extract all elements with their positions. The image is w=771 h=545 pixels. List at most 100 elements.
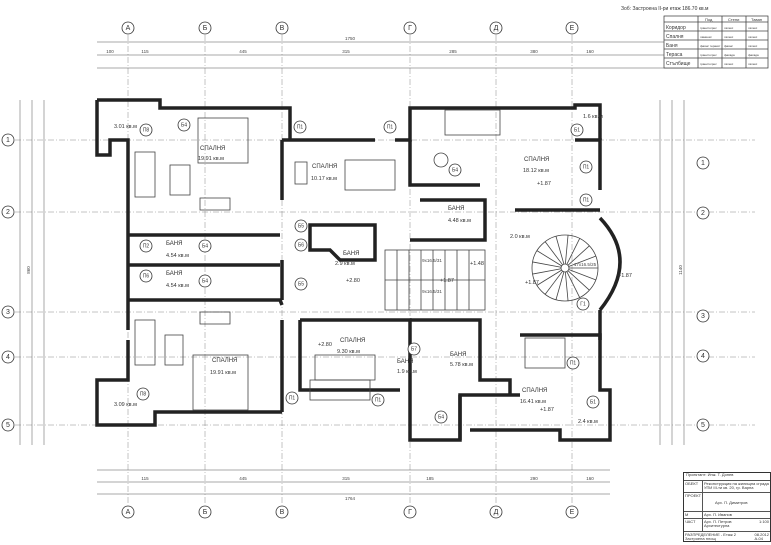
- window-tag: П6: [139, 269, 153, 283]
- room-name: СПАЛНЯ: [200, 146, 225, 152]
- axis-bubbles: А Б В Г Д Е А Б В Г Д Е 1 2 3 4 5 1 2 3 …: [1, 21, 710, 519]
- svg-text:Б4: Б4: [202, 243, 208, 249]
- svg-text:+1.87: +1.87: [537, 181, 551, 187]
- svg-text:Г1: Г1: [580, 301, 586, 307]
- svg-text:+2.80: +2.80: [318, 342, 332, 348]
- svg-text:315: 315: [342, 49, 350, 54]
- finish-cell: латекс: [748, 26, 758, 30]
- svg-text:1750: 1750: [345, 36, 356, 41]
- terrace-area: 1.6 кв.м: [583, 114, 603, 120]
- room-area: 10.17 кв.м: [311, 176, 337, 182]
- svg-text:+1.87: +1.87: [618, 273, 632, 279]
- door-tag: Б4: [198, 239, 212, 253]
- finish-cell: латекс: [724, 62, 734, 66]
- stair-tread: [567, 245, 590, 266]
- room-name: БАНЯ: [166, 271, 182, 277]
- axis-bottom-e: Д: [489, 505, 503, 519]
- door-tag: Г1: [576, 297, 590, 311]
- svg-text:П1: П1: [289, 395, 296, 401]
- axis-bottom-d: Г: [403, 505, 417, 519]
- svg-text:445: 445: [239, 476, 247, 481]
- svg-text:290: 290: [530, 476, 538, 481]
- stair-tread: [564, 271, 569, 301]
- door-tag: Б4: [198, 274, 212, 288]
- door-tag: Б4: [434, 410, 448, 424]
- stair-tread: [536, 250, 562, 267]
- finish-cell: фаянс теракот: [700, 44, 721, 48]
- svg-text:+1.87: +1.87: [525, 280, 539, 286]
- room-name: СПАЛНЯ: [340, 338, 365, 344]
- room-area: 4.54 кв.м: [166, 283, 189, 289]
- finish-row-name: Коридор: [666, 25, 686, 31]
- svg-text:Д: Д: [494, 509, 499, 516]
- terrace-area: 2.0 кв.м: [510, 234, 530, 240]
- svg-text:3: 3: [6, 309, 10, 316]
- room-area: 19.91 кв.м: [198, 156, 224, 162]
- svg-text:2: 2: [701, 210, 705, 217]
- axis-right-1: 1: [696, 156, 710, 170]
- svg-text:Б5: Б5: [298, 281, 304, 287]
- finish-cell: фаянс: [724, 44, 733, 48]
- room-name: СПАЛНЯ: [312, 164, 337, 170]
- axis-left-5: 5: [1, 418, 15, 432]
- terrace-area: 3.09 кв.м: [114, 402, 137, 408]
- stair-tread: [544, 270, 563, 295]
- finish-cell: гранитогрес: [700, 26, 717, 30]
- window-tag: П1: [383, 120, 397, 134]
- window-tag: П1: [579, 193, 593, 207]
- svg-text:185: 185: [426, 476, 434, 481]
- finish-cell: фасада: [724, 53, 735, 57]
- door-tag: Б4: [177, 118, 191, 132]
- furniture: [134, 109, 566, 411]
- svg-text:Б: Б: [203, 509, 208, 516]
- axis-right-2: 2: [696, 206, 710, 220]
- window-tag: П1: [566, 356, 580, 370]
- svg-text:860: 860: [26, 266, 31, 274]
- finish-cell: гранитогрес: [700, 53, 717, 57]
- room-name: БАНЯ: [343, 251, 359, 257]
- finish-cell: фасада: [748, 53, 759, 57]
- svg-text:Таван: Таван: [751, 17, 762, 22]
- window-tag: П1: [285, 391, 299, 405]
- svg-text:Б5: Б5: [298, 223, 304, 229]
- stair-tread: [566, 238, 581, 265]
- opening-tags: Б4 Б4 Б4 Б5 Б5 Б6 Б7 Б1 Б1 Б4 Б4 Г1 П8 П…: [136, 118, 600, 424]
- axis-bottom-c: В: [275, 505, 289, 519]
- svg-text:160: 160: [586, 49, 594, 54]
- svg-text:Б4: Б4: [202, 278, 208, 284]
- svg-text:П2: П2: [143, 243, 150, 249]
- svg-text:П8: П8: [143, 127, 150, 133]
- finish-cell: ламинат: [700, 35, 712, 39]
- svg-text:П1: П1: [583, 197, 590, 203]
- svg-text:П1: П1: [570, 360, 577, 366]
- stair-tread: [532, 261, 562, 268]
- svg-text:115: 115: [141, 476, 149, 481]
- stair-tread: [568, 269, 596, 281]
- svg-text:Б4: Б4: [181, 122, 187, 128]
- door-tag: Б4: [448, 163, 462, 177]
- finish-row-name: Баня: [666, 43, 678, 49]
- svg-text:Б6: Б6: [298, 242, 304, 248]
- window-tag: П1: [293, 120, 307, 134]
- window-tag: П2: [139, 239, 153, 253]
- svg-text:Б1: Б1: [574, 127, 580, 133]
- svg-text:285: 285: [449, 49, 457, 54]
- svg-text:2: 2: [6, 209, 10, 216]
- level-marks: +2.80 +2.80 +1.87 +1.87 +1.87 +1.48 +1.8…: [318, 181, 632, 413]
- axis-left-4: 4: [1, 350, 15, 364]
- axis-top-d: Г: [403, 21, 417, 35]
- window-tag: П1: [371, 393, 385, 407]
- svg-text:100: 100: [106, 49, 114, 54]
- axis-left-1: 1: [1, 133, 15, 147]
- axis-bottom-f: Е: [565, 505, 579, 519]
- svg-text:Д: Д: [494, 25, 499, 32]
- axis-top-b: Б: [198, 21, 212, 35]
- svg-text:+1.48: +1.48: [470, 261, 484, 267]
- axis-bottom-b: Б: [198, 505, 212, 519]
- finish-cell: латекс: [748, 44, 758, 48]
- designer: Проектант: Инж. Т. Донев: [684, 473, 770, 481]
- stair-tread: [566, 271, 581, 298]
- svg-text:Б7: Б7: [411, 346, 417, 352]
